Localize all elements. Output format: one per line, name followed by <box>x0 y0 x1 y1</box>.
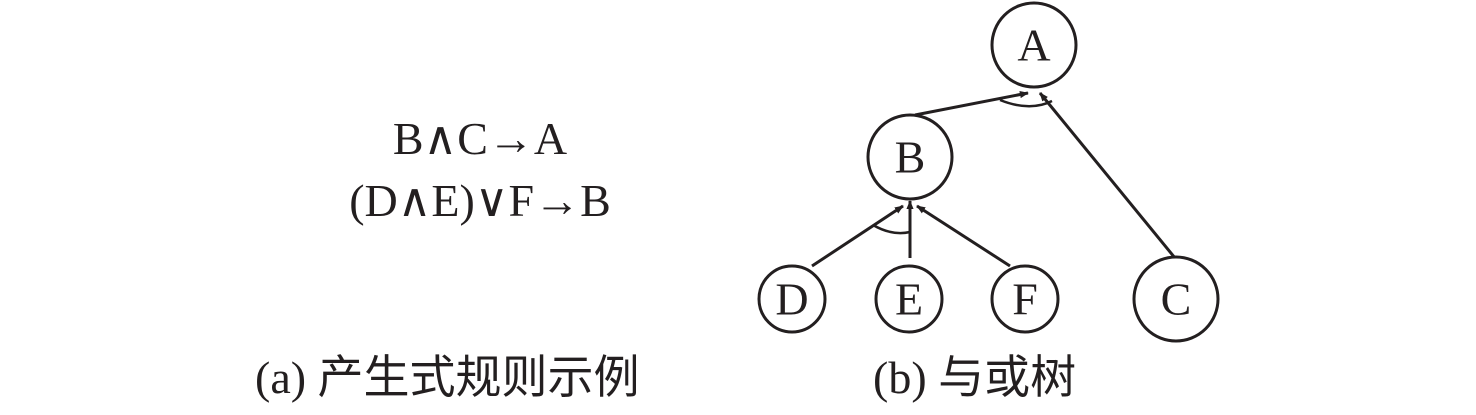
edge-c-to-a <box>1038 92 1177 259</box>
node-a: A <box>990 1 1078 89</box>
edge-d-to-b <box>811 204 904 268</box>
edge-b-to-a <box>914 91 1029 117</box>
rule-2: (D∧E)∨F→B <box>349 175 611 226</box>
and-arc-b <box>872 223 911 235</box>
caption-production-rules: (a) 产生式规则示例 <box>255 352 640 403</box>
node-c: C <box>1132 255 1220 343</box>
svg-text:F: F <box>1012 274 1038 325</box>
svg-text:E: E <box>895 274 923 325</box>
caption-and-or-tree: (b) 与或树 <box>873 352 1077 403</box>
svg-text:D: D <box>775 274 808 325</box>
node-b: B <box>866 113 954 201</box>
rule-1: B∧C→A <box>392 113 568 164</box>
and-arc-a <box>999 98 1053 108</box>
production-rules: B∧C→A (D∧E)∨F→B <box>300 108 660 232</box>
svg-text:A: A <box>1017 20 1050 71</box>
svg-text:B: B <box>895 132 926 183</box>
node-f: F <box>990 264 1060 334</box>
svg-text:C: C <box>1161 274 1192 325</box>
node-d: D <box>757 264 827 334</box>
node-e: E <box>874 264 944 334</box>
edge-f-to-b <box>916 204 1011 268</box>
